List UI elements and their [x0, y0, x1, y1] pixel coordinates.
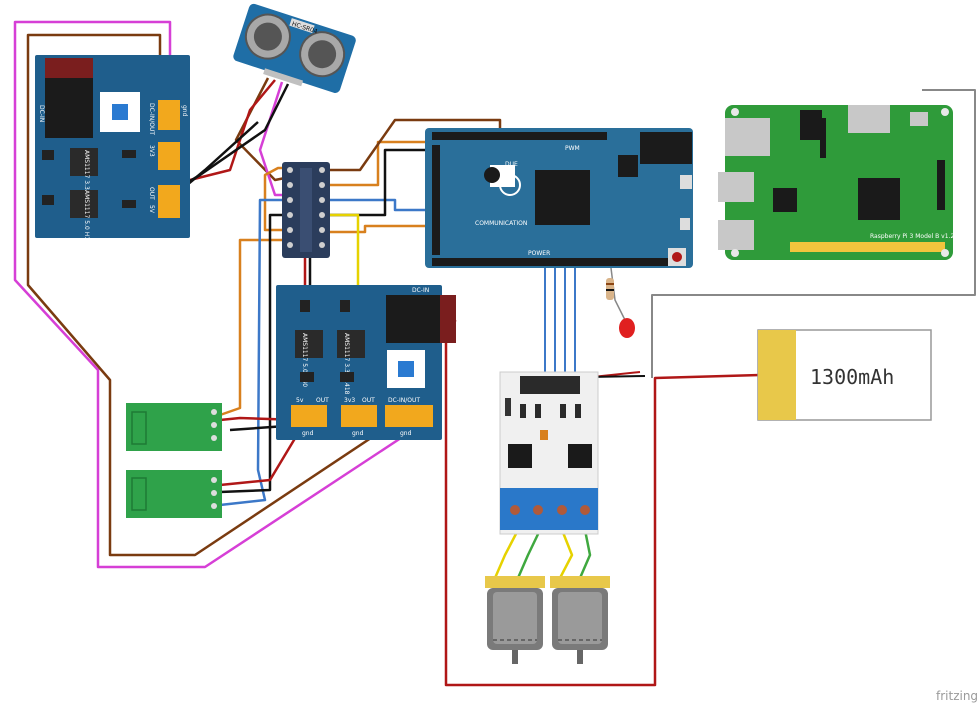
battery-capacity: 1300mAh	[810, 365, 894, 389]
pin-out1-label: OUT	[316, 397, 329, 404]
wire-motor1-green	[516, 529, 542, 579]
green-module-1	[126, 403, 222, 451]
usb-port	[640, 132, 692, 164]
wire-pink-loop	[13, 20, 411, 569]
header-dc	[158, 100, 180, 130]
chip-b2-label: AMS1117 3.3 H1418	[343, 333, 350, 395]
lipo-battery: 1300mAh	[757, 329, 932, 421]
wire-motor1-yellow	[493, 529, 520, 579]
driver-chip-2	[568, 444, 592, 468]
usb-port-2	[718, 220, 754, 250]
arduino-model: DUE	[505, 161, 518, 168]
regulator-board-bottom: DC-IN AMS1117 5.0 Q40 AMS1117 3.3 H1418 …	[276, 285, 456, 440]
wires	[13, 20, 976, 687]
pin-dc-b-label: DC-IN/OUT	[388, 397, 420, 404]
led	[606, 278, 635, 338]
driver-chip-1	[508, 444, 532, 468]
arduino-comm-label: COMMUNICATION	[475, 220, 527, 227]
arduino-power-label: POWER	[528, 250, 550, 257]
pin-gnd3-label: gnd	[400, 430, 412, 437]
header-5v	[291, 405, 327, 427]
header-3v3	[158, 142, 180, 170]
wire-blue-2	[325, 198, 440, 212]
raspberry-pi: Raspberry Pi 3 Model B v1.2	[718, 105, 954, 260]
chip-b2	[337, 330, 365, 358]
regulator-board-top: DC-IN AMS1117 3.3 H1418 AMS1117 5.0 H141…	[35, 55, 190, 252]
usb-port-1	[718, 172, 754, 202]
mcu-chip	[535, 170, 590, 225]
wire-motor2-green	[578, 529, 592, 579]
green-module-2	[126, 470, 222, 518]
pin-5v-b-label: 5v	[296, 397, 304, 404]
motor-driver	[499, 371, 599, 535]
wire-brown-loop	[26, 33, 396, 557]
wire-black-2	[219, 213, 290, 494]
pin-5v-label: 5V	[148, 205, 155, 214]
pin-out2-label: OUT	[362, 397, 375, 404]
chip-1	[70, 148, 98, 176]
wire-orange-4	[219, 238, 290, 417]
chip-1-label: AMS1117 3.3 H1418	[83, 150, 90, 212]
pi-soc	[858, 178, 900, 220]
dc-motor-1	[485, 576, 545, 664]
wire-red-3	[219, 429, 302, 487]
header-3v3-b	[341, 405, 377, 427]
wire-led	[609, 259, 626, 321]
pin-gnd-label: gnd	[181, 105, 188, 117]
wire-black-1	[325, 148, 440, 217]
wire-us-black	[174, 83, 290, 192]
arduino-due: DUE POWER COMMUNICATION PWM	[425, 128, 693, 268]
dc-motor-2	[550, 576, 610, 664]
chip-2-label: AMS1117 5.0 H1418	[83, 190, 90, 252]
header-dc-b	[385, 405, 433, 427]
pin-3v3-label: 3V3	[148, 145, 155, 157]
ultrasonic-sensor: HC-SR04	[233, 3, 356, 93]
pin-gnd1-label: gnd	[302, 430, 314, 437]
connector-block	[282, 162, 330, 258]
red-led	[619, 318, 635, 338]
pin-3v3-b-label: 3v3	[344, 397, 355, 404]
pin-out-label: OUT	[148, 187, 155, 200]
dcin-label-bottom: DC-IN	[412, 287, 429, 294]
arduino-logo	[499, 174, 521, 196]
chip-b1-label: AMS1117 5.0 Q40	[301, 333, 308, 387]
pi-label: Raspberry Pi 3 Model B v1.2	[870, 233, 954, 240]
wire-orange-3	[325, 224, 440, 234]
gpio-header	[790, 242, 945, 252]
ethernet-port	[725, 118, 770, 156]
wire-motor2-yellow	[558, 529, 574, 579]
pin-gnd2-label: gnd	[352, 430, 364, 437]
wire-blue-1	[219, 198, 290, 507]
wire-gray-pi	[651, 89, 976, 378]
fritzing-watermark: fritzing	[936, 689, 978, 703]
hdmi-port	[848, 105, 890, 133]
pin-dc-label: DC-IN/OUT	[148, 103, 155, 135]
chip-b1	[295, 330, 323, 358]
dcin-label: DC-IN	[38, 105, 45, 122]
arduino-pwm-label: PWM	[565, 145, 580, 152]
chip-2	[70, 190, 98, 218]
